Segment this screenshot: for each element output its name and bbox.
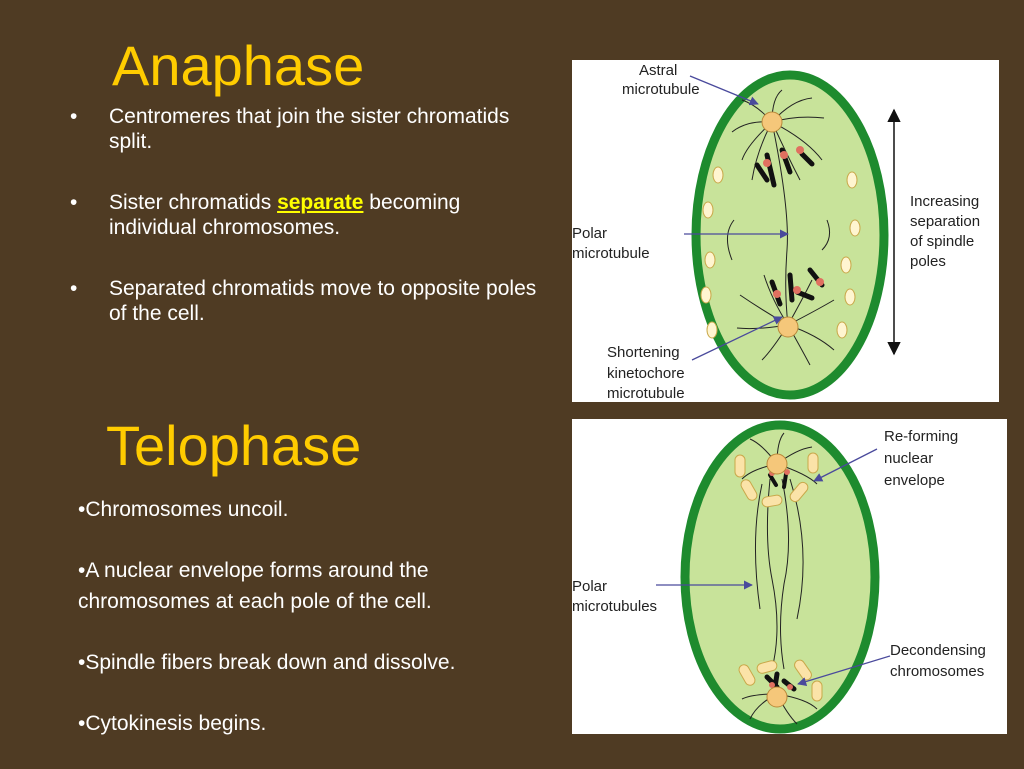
anaphase-diagram: Astral microtubule Polar microtubule Sho… [572,60,999,402]
label-decondensing: Decondensing [890,642,986,659]
anaphase-bullets: • Centromeres that join the sister chrom… [70,104,550,362]
label-increasing: Increasing [910,193,979,210]
telophase-bullet-3: •Spindle fibers break down and dissolve. [78,651,456,674]
bullet-text: Separated chromatids move to opposite po… [109,277,537,325]
telophase-bullet-1: •Chromosomes uncoil. [78,498,289,521]
telophase-bullet-4: •Cytokinesis begins. [78,712,267,735]
label-astral-2: microtubule [622,81,700,98]
label-increasing-4: poles [910,253,946,270]
label-increasing-3: of spindle [910,233,974,250]
label-increasing-2: separation [910,213,980,230]
centrosome-bottom [766,686,788,708]
label-shortening: Shortening [607,344,680,361]
centrosome-top [766,453,788,475]
telophase-diagram: Re-forming nuclear envelope Polar microt… [572,419,1007,734]
label-decondensing-2: chromosomes [890,663,984,680]
anaphase-title: Anaphase [112,34,365,97]
telophase-bullet-2: •A nuclear envelope forms around the chr… [78,559,432,613]
arrows [684,75,789,361]
bullet-dot: • [70,191,78,214]
label-polar-2: microtubule [572,245,650,262]
label-polar: Polar [572,578,607,595]
bullet-text-after: becoming individual chromosomes. [109,191,461,239]
label-shortening-3: microtubule [607,385,685,402]
anaphase-bullet-1: • Centromeres that join the sister chrom… [70,104,550,154]
bullet-dot: • [70,277,78,300]
chromosomes-bottom [764,671,797,692]
label-reforming: Re-forming [884,428,958,445]
cell-wall [680,420,880,734]
bullet-dot: • [70,105,78,128]
arrows [656,448,891,686]
label-reforming-3: envelope [884,472,945,489]
anaphase-bullet-3: • Separated chromatids move to opposite … [70,276,550,326]
label-astral: Astral [639,62,677,79]
telophase-bullets: •Chromosomes uncoil. •A nuclear envelope… [78,494,558,769]
label-polar-2: microtubules [572,598,657,615]
centrosome-top [761,111,783,133]
label-reforming-2: nuclear [884,450,933,467]
label-polar: Polar [572,225,607,242]
centrosome-bottom [777,316,799,338]
telophase-title: Telophase [106,414,362,477]
chromatids-top [754,146,815,188]
nuclear-envelope-fragments [734,452,823,702]
bullet-text-before: Sister chromatids [109,191,278,214]
anaphase-svg: Astral microtubule Polar microtubule Sho… [572,62,980,402]
bullet-text: Centromeres that join the sister chromat… [109,105,510,153]
chromatids-bottom [769,267,825,307]
anaphase-bullet-2: • Sister chromatids separate becoming in… [70,190,550,240]
telophase-svg: Re-forming nuclear envelope Polar microt… [572,420,986,734]
cell-wall [691,70,889,400]
vesicles [700,166,861,339]
highlight-word: separate [277,191,364,214]
label-shortening-2: kinetochore [607,365,685,382]
